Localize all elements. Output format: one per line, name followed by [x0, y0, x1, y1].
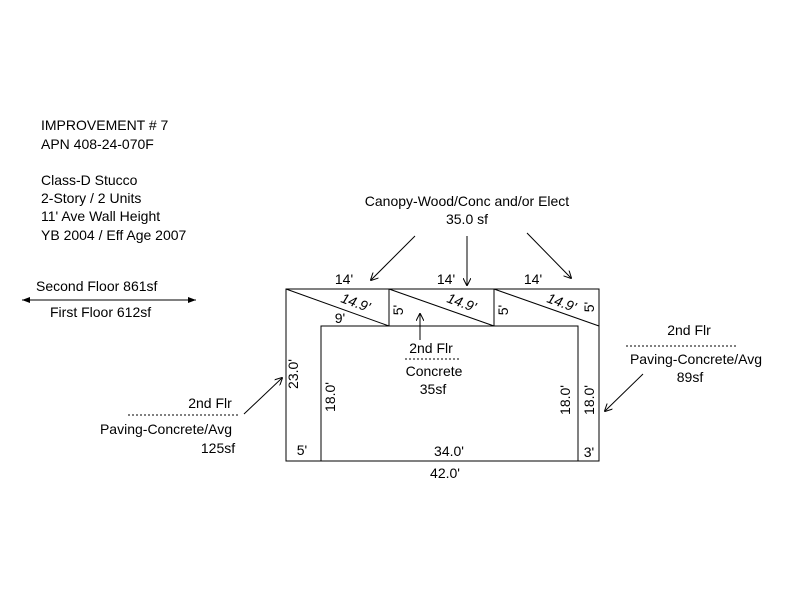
diagonal-b [388, 288, 495, 327]
right-flr-annotation: 2nd Flr Paving-Concrete/Avg 89sf [605, 322, 762, 411]
center-flr-label: 2nd Flr [409, 340, 453, 356]
dim-outer-width: 42.0' [430, 465, 460, 481]
dim-diag-c: 14.9' [545, 290, 580, 316]
first-floor-label: First Floor 612sf [50, 304, 151, 320]
info-block: IMPROVEMENT # 7 APN 408-24-070F Class-D … [41, 117, 187, 243]
left-flr-label: 2nd Flr [188, 395, 232, 411]
dim-top-14-a: 14' [335, 271, 353, 287]
improvement-title: IMPROVEMENT # 7 [41, 117, 169, 133]
canopy-arrow-right [526, 232, 571, 278]
dim-nine: 9' [335, 310, 345, 326]
dim-bottom-right: 3' [584, 444, 594, 460]
story-text: 2-Story / 2 Units [41, 190, 141, 206]
center-flr-annotation: 2nd Flr Concrete 35sf [405, 314, 463, 397]
class-text: Class-D Stucco [41, 172, 138, 188]
dim-top-14-c: 14' [524, 271, 542, 287]
canopy-label: Canopy-Wood/Conc and/or Elect [365, 193, 570, 209]
diagonal-a [285, 288, 390, 327]
canopy-arrow-left [371, 235, 416, 280]
apn-text: APN 408-24-070F [41, 136, 154, 152]
left-flr-type: Paving-Concrete/Avg [100, 421, 232, 437]
dim-five-c: 5' [581, 302, 597, 312]
dim-left-outer: 23.0' [285, 359, 301, 389]
right-flr-area: 89sf [677, 369, 704, 385]
inner-outline [320, 325, 579, 461]
canopy-annotation: Canopy-Wood/Conc and/or Elect 35.0 sf [365, 193, 571, 285]
dim-bottom-left: 5' [297, 442, 307, 458]
dim-right-inner: 18.0' [557, 385, 573, 415]
dim-left-inner: 18.0' [322, 382, 338, 412]
right-flr-label: 2nd Flr [667, 322, 711, 338]
left-flr-area: 125sf [201, 440, 235, 456]
outer-outline [285, 288, 600, 462]
building-outline [285, 288, 600, 462]
year-text: YB 2004 / Eff Age 2007 [41, 227, 187, 243]
right-flr-arrow [605, 373, 644, 411]
center-flr-area: 35sf [420, 381, 447, 397]
diagonal-c [493, 288, 600, 327]
left-arrow-icon [22, 297, 30, 303]
floor-summary: Second Floor 861sf First Floor 612sf [22, 278, 196, 320]
left-flr-annotation: 2nd Flr Paving-Concrete/Avg 125sf [100, 378, 282, 456]
right-arrow-icon [188, 297, 196, 303]
left-flr-arrow [243, 378, 282, 415]
canopy-area: 35.0 sf [446, 211, 488, 227]
right-flr-type: Paving-Concrete/Avg [630, 351, 762, 367]
dim-five-b: 5' [495, 305, 511, 315]
dim-top-14-b: 14' [437, 271, 455, 287]
center-flr-type: Concrete [406, 363, 463, 379]
wall-height-text: 11' Ave Wall Height [41, 208, 160, 224]
dim-diag-b: 14.9' [445, 290, 480, 316]
second-floor-label: Second Floor 861sf [36, 278, 158, 294]
dim-right-outer: 18.0' [581, 385, 597, 415]
dim-inner-width: 34.0' [434, 443, 464, 459]
dim-five-a: 5' [390, 305, 406, 315]
